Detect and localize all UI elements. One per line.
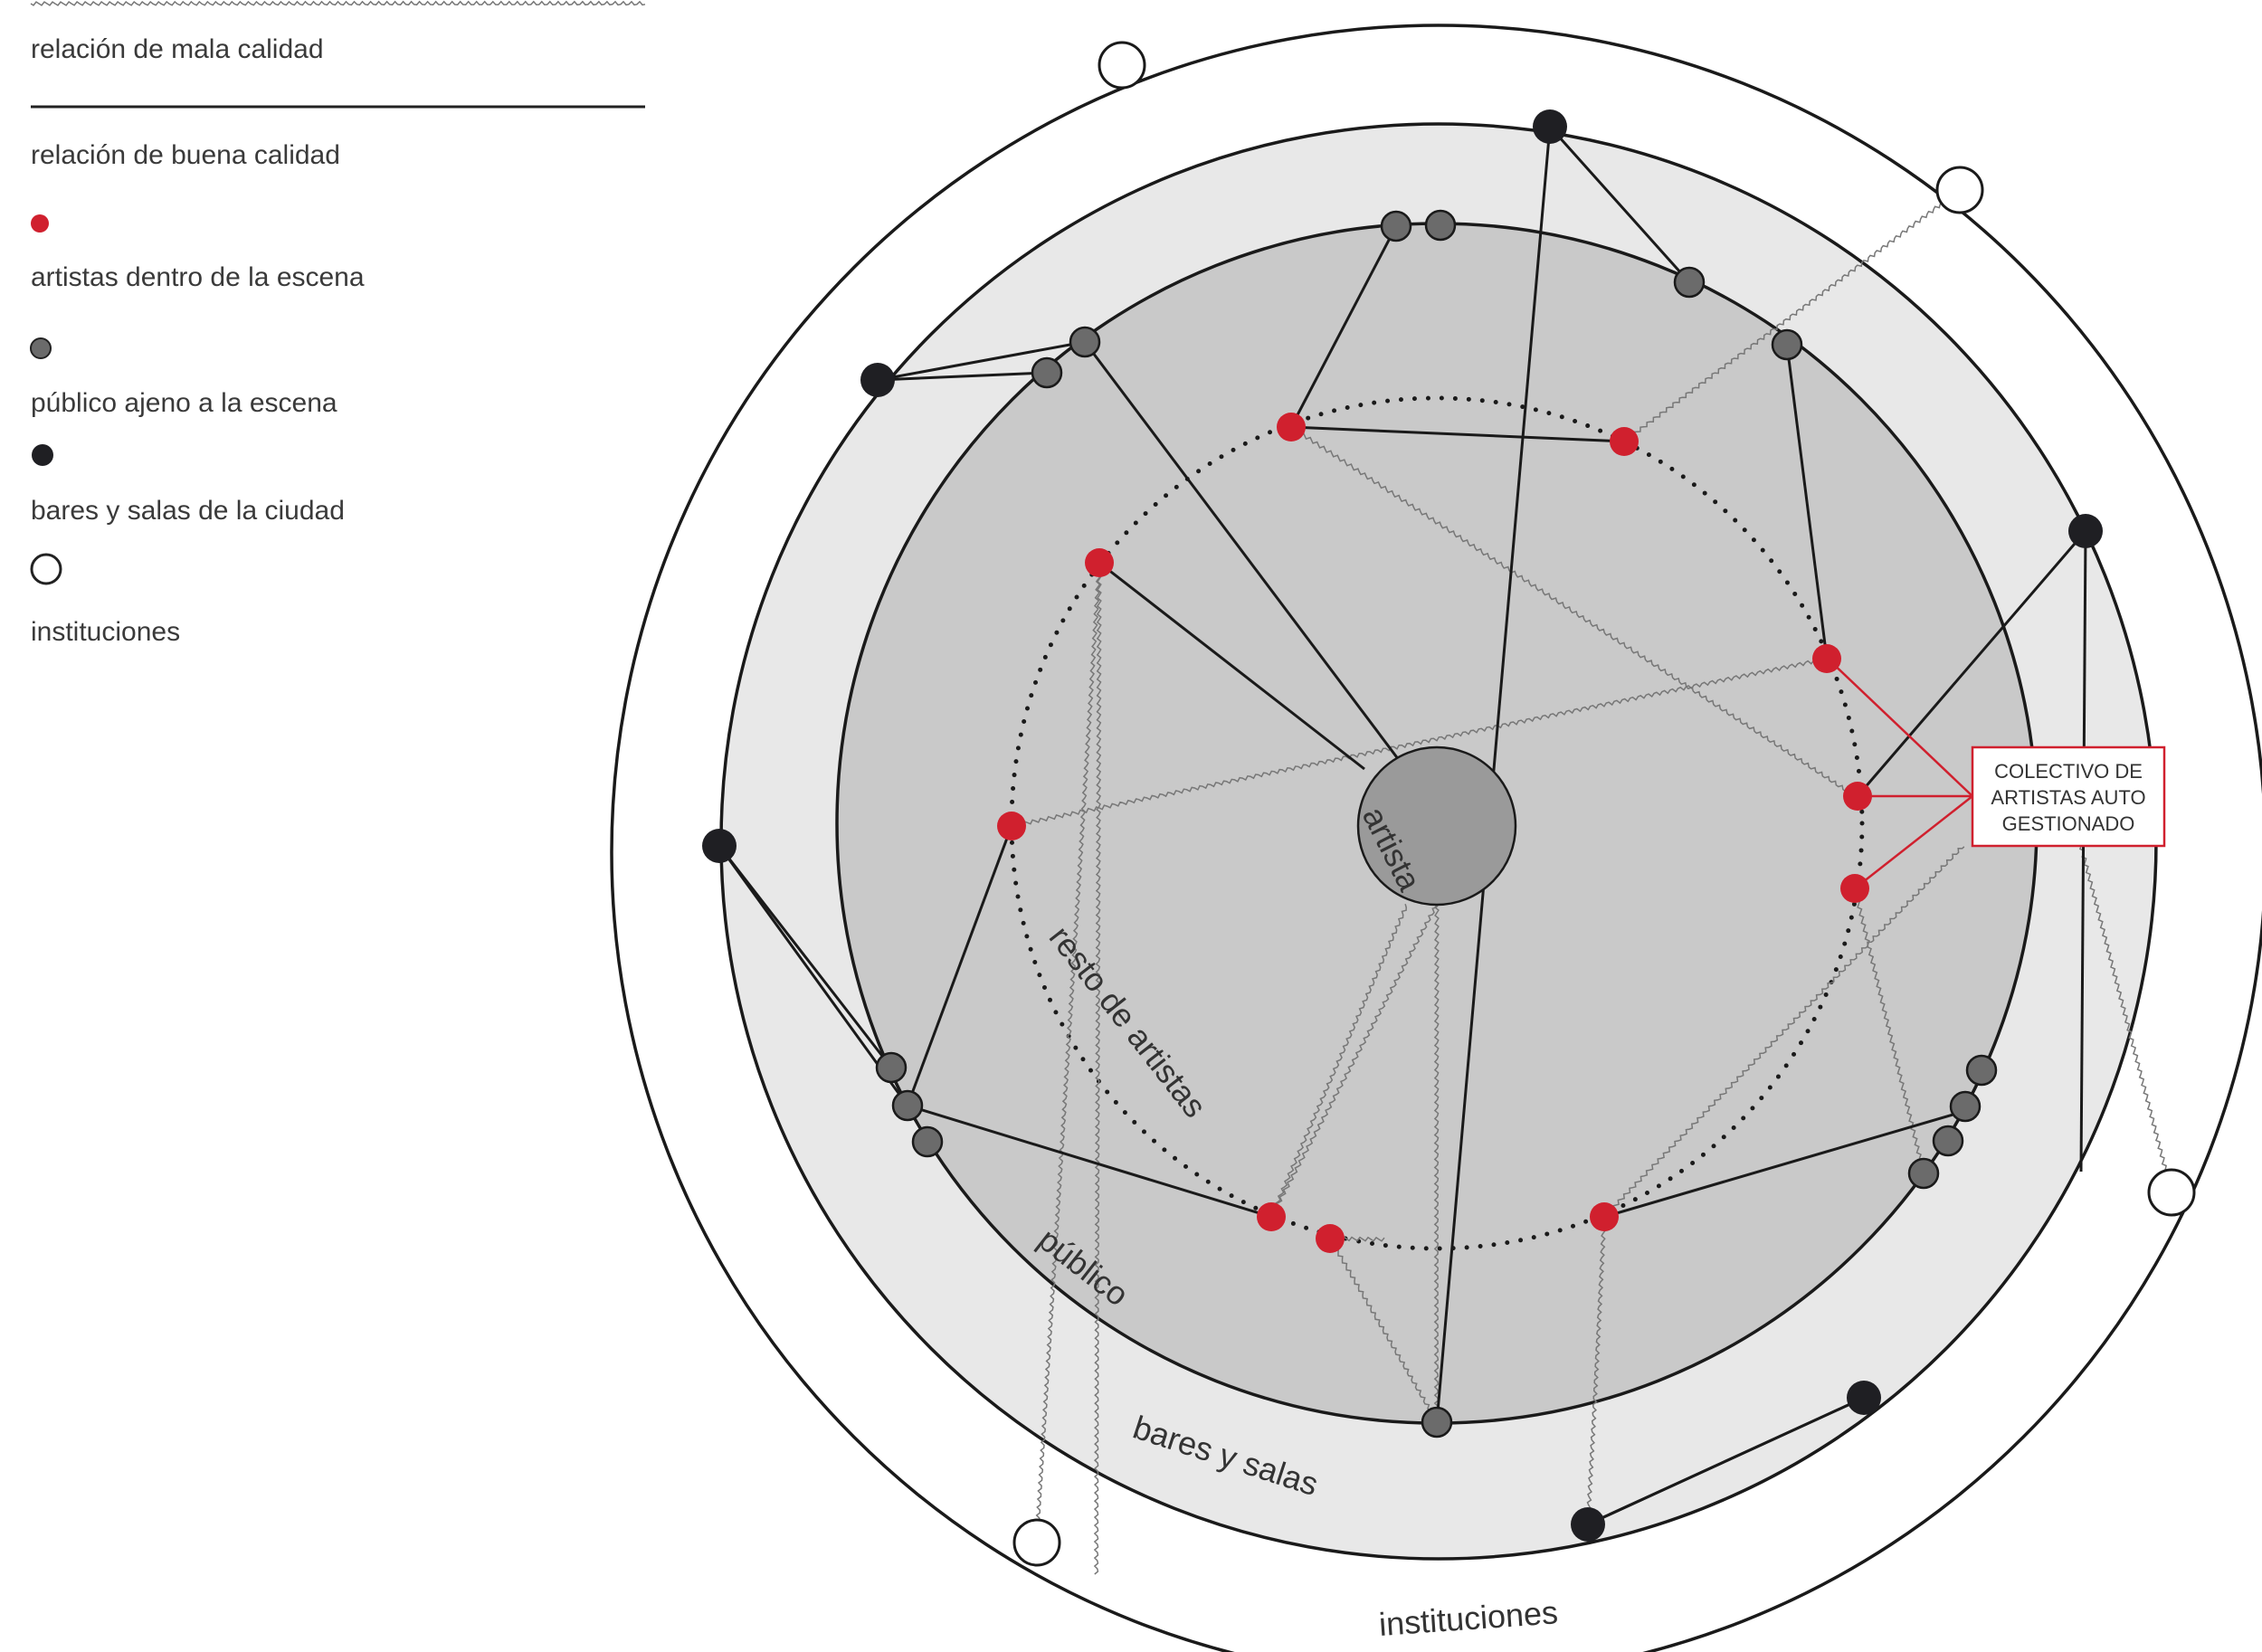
good-relations [718,125,2087,1526]
relation-line [718,845,893,1068]
legend-bar-label: bares y salas de la ciudad [31,496,345,526]
public-node [875,1051,908,1084]
relation-line [718,845,909,1106]
public-node [1965,1054,1998,1087]
legend: relación de mala calidad relación de bue… [30,0,646,647]
relation-wavy-line [1270,905,1439,1218]
relation-line [877,371,1048,382]
callout-box [1971,745,2166,848]
institution-node [1935,166,1984,214]
relation-line [1603,1109,1966,1219]
public-node [891,1089,924,1122]
artist-node [1316,1224,1345,1253]
artist-node [1257,1202,1286,1231]
legend-bad-relation-line [30,0,646,6]
relation-line [877,340,1086,382]
relation-wavy-line [1290,426,1857,797]
institution-node [2147,1168,2196,1217]
artist-center-node [1356,745,1517,907]
relation-wavy-line [2078,845,2173,1193]
center: artista [1355,745,1517,907]
relation-line [1785,344,1829,660]
artist-node [1277,413,1306,441]
artist-node [997,812,1026,840]
relation-line [906,825,1013,1106]
callout-connector [1827,658,1973,797]
relation-wavy-line [1329,1238,1439,1423]
public-node [1932,1125,1964,1157]
bar-node [1571,1507,1605,1542]
public-node [1673,266,1706,299]
bar-node [702,829,737,863]
legend-bad-relation-label: relación de mala calidad [31,34,324,64]
artist-node [1812,644,1841,673]
relation-line [1548,125,1691,284]
legend-good-relation-label: relación de buena calidad [31,140,340,170]
public-node [1069,326,1101,358]
artist-node [1085,548,1114,577]
relation-line [2079,530,2087,1173]
artist-node [1610,427,1639,456]
institution-node [1012,1518,1061,1567]
legend-institution-label: instituciones [31,617,180,647]
public-node [1380,210,1412,242]
relation-line [907,1104,1272,1219]
legend-artist-label: artistas dentro de la escena [31,262,365,292]
callout-line-1: COLECTIVO DE [1994,760,2143,783]
callout-line-3: GESTIONADO [2002,812,2135,835]
relation-wavy-line [1585,1216,1607,1525]
artist-node [1843,782,1872,811]
artists-dotted-ring [1009,395,1865,1251]
bar-node [2068,514,2103,548]
public-node [1031,356,1063,389]
relation-wavy-line [1433,904,1440,1423]
callout: COLECTIVO DE ARTISTAS AUTO GESTIONADO [1827,658,2166,889]
public-node [1424,209,1457,242]
callout-connector [1854,795,1973,889]
relation-wavy-line [1603,846,1965,1218]
legend-public-label: público ajeno a la escena [31,388,337,418]
bar-node [860,363,895,397]
public-node [911,1125,944,1158]
relation-line [1083,341,1401,761]
callout-line-2: ARTISTAS AUTO [1991,786,2145,809]
relation-line [1289,225,1398,428]
institution-node [1098,41,1146,90]
relation-wavy-line [1033,562,1102,1543]
bar-node [1533,109,1567,144]
public-node [1949,1090,1982,1123]
relation-wavy-line [1011,657,1828,829]
legend-public-dot [30,337,52,359]
relation-line [1098,561,1365,771]
legend-institution-dot [30,553,62,585]
artist-node [1840,874,1869,903]
public-node [1771,328,1803,361]
relation-line [1856,530,2087,797]
relation-line [1290,425,1625,443]
legend-artist-dot [31,214,49,233]
nodes [702,41,2196,1567]
artist-node [1590,1202,1619,1231]
legend-bar-dot [32,444,53,466]
public-node [1421,1406,1453,1438]
relation-wavy-line [1093,562,1102,1575]
relation-line [1601,1396,1865,1520]
bar-node [1847,1381,1881,1415]
relation-wavy-line [1270,903,1407,1218]
public-node [1907,1157,1940,1190]
relation-wavy-line [1623,189,1961,442]
